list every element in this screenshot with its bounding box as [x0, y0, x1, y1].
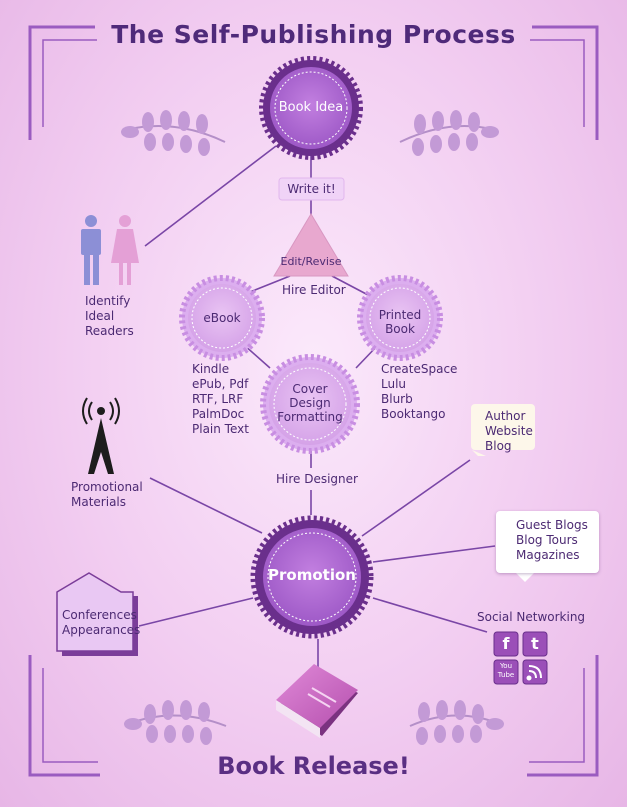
- leaf-bottom-left: [124, 700, 227, 745]
- hire-designer-label: Hire Designer: [276, 472, 358, 486]
- promotion-label: Promotion: [268, 566, 356, 584]
- social-icon-grid: [493, 631, 548, 685]
- book-idea-label: Book Idea: [278, 100, 344, 115]
- hire-editor-label: Hire Editor: [282, 283, 346, 297]
- rss-icon: [526, 665, 542, 681]
- identify-readers-line-1: Identify: [85, 294, 131, 308]
- printed-book-line-2: Book: [385, 322, 415, 336]
- facebook-icon: f: [502, 634, 510, 653]
- leaf-decorations: [121, 110, 504, 745]
- print-services-list: CreateSpace Lulu Blurb Booktango: [381, 362, 457, 422]
- author-box-pointer: [472, 450, 486, 456]
- cover-line-1: Cover: [292, 382, 328, 396]
- blogs-line-3: Magazines: [516, 548, 580, 562]
- blogs-bubble-tail: [515, 572, 535, 582]
- cover-design-label: Cover Design Formatting: [270, 382, 350, 424]
- youtube-line-2: Tube: [497, 671, 515, 679]
- book-release-title: Book Release!: [217, 752, 410, 780]
- youtube-line-1: You: [499, 662, 513, 670]
- write-it-box: [278, 177, 345, 201]
- author-site-line-3: Blog: [485, 439, 512, 453]
- corner-frames: [28, 25, 599, 777]
- ebook-format-item: RTF, LRF: [192, 392, 244, 406]
- promotional-line-2: Materials: [71, 495, 127, 509]
- ebook-format-item: Kindle: [192, 362, 230, 376]
- conferences-box-shape: [56, 572, 138, 656]
- youtube-icon: You Tube: [494, 662, 518, 680]
- author-site-line-2: Website: [485, 424, 533, 438]
- twitter-icon: t: [531, 634, 539, 653]
- guest-blogs-bubble: Guest Blogs Blog Tours Magazines: [496, 511, 599, 573]
- ebook-format-item: Plain Text: [192, 422, 249, 436]
- book-idea-badge-shape: [259, 56, 363, 160]
- edit-triangle: [273, 213, 349, 277]
- cover-badge-shape: [260, 354, 360, 454]
- print-service-item: CreateSpace: [381, 362, 458, 376]
- leaf-top-left: [121, 110, 226, 156]
- blogs-line-1: Guest Blogs: [516, 518, 588, 532]
- cover-line-3: Formatting: [277, 410, 343, 424]
- promotional-materials-list: Promotional Materials: [71, 480, 143, 510]
- ebook-format-item: ePub, Pdf: [192, 377, 249, 391]
- identify-readers-line-3: Readers: [85, 324, 134, 338]
- print-service-item: Blurb: [381, 392, 413, 406]
- blogs-line-2: Blog Tours: [516, 533, 578, 547]
- readers-icon: [81, 215, 139, 285]
- promotional-line-1: Promotional: [71, 480, 143, 494]
- printed-book-label: Printed Book: [370, 308, 430, 336]
- cover-line-2: Design: [289, 396, 331, 410]
- conferences-list: Conferences Appearances: [62, 608, 140, 638]
- book-release-icon: [276, 664, 358, 738]
- edit-revise-label: Edit/Revise: [280, 255, 342, 268]
- conferences-line-2: Appearances: [62, 623, 141, 637]
- antenna-tower-icon: [82, 397, 120, 474]
- author-site-line-1: Author: [485, 409, 526, 423]
- write-it-label: Write it!: [287, 182, 336, 196]
- author-website-box: Author Website Blog: [471, 404, 535, 453]
- printed-book-badge-shape: [357, 275, 443, 361]
- print-service-item: Booktango: [381, 407, 446, 421]
- promotion-badge-shape: [250, 515, 374, 639]
- page-title: The Self-Publishing Process: [111, 20, 516, 49]
- print-service-item: Lulu: [381, 377, 407, 391]
- leaf-top-right: [399, 110, 499, 156]
- ebook-badge-shape: [179, 275, 265, 361]
- leaf-bottom-right: [409, 700, 504, 745]
- ebook-label: eBook: [203, 311, 241, 325]
- identify-readers-line-2: Ideal: [85, 309, 115, 323]
- ebook-format-item: PalmDoc: [192, 407, 245, 421]
- ebook-formats-list: Kindle ePub, Pdf RTF, LRF PalmDoc Plain …: [192, 362, 249, 437]
- conferences-line-1: Conferences: [62, 608, 137, 622]
- identify-readers-list: Identify Ideal Readers: [85, 294, 134, 339]
- printed-book-line-1: Printed: [378, 308, 422, 322]
- social-networking-label: Social Networking: [477, 610, 586, 624]
